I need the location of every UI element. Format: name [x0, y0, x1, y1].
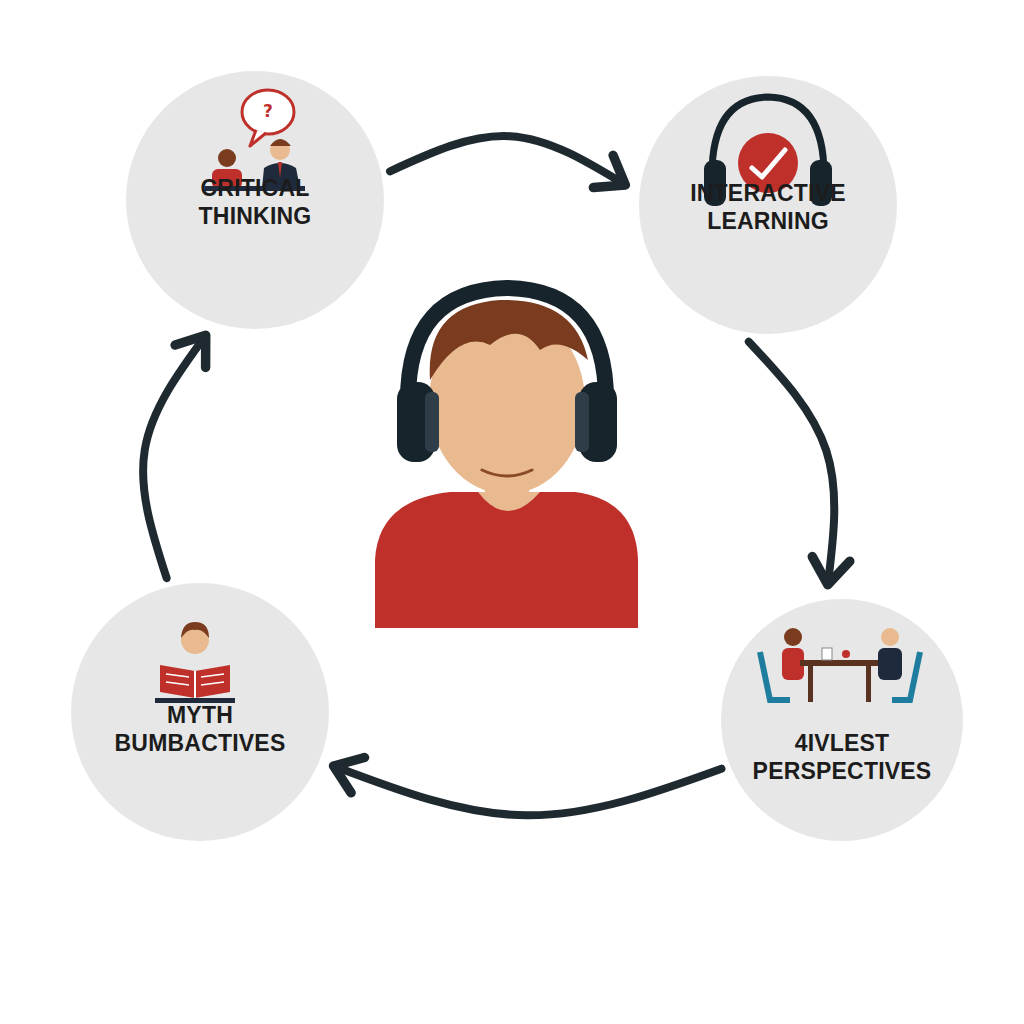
topic-title: CRITICAL THINKING: [155, 175, 355, 230]
text-holder: MYTH BUMBACTIVES: [70, 702, 330, 757]
topic-circle: 4IVLEST PERSPECTIVES: [720, 598, 964, 842]
cycle-arrow: [334, 766, 722, 815]
topic-title: 4IVLEST PERSPECTIVES: [737, 730, 947, 785]
topic-circle: CRITICAL THINKING: [125, 70, 385, 330]
text-holder: 4IVLEST PERSPECTIVES: [720, 730, 964, 785]
text-holder: CRITICAL THINKING: [125, 175, 385, 230]
circle-fill: [126, 71, 384, 329]
circle-fill: [639, 76, 897, 334]
circle-fill: [721, 599, 963, 841]
circle-fill: [71, 583, 329, 841]
cycle-arrow: [749, 342, 834, 585]
topic-title: INTERACTIVE LEARNING: [663, 180, 873, 235]
bubble-mark: ?: [263, 101, 273, 121]
cycle-arrow: [143, 335, 206, 578]
cycle-arrow: [390, 136, 625, 185]
person-illustration: [375, 288, 638, 628]
text-holder: INTERACTIVE LEARNING: [638, 180, 898, 235]
topic-circle: INTERACTIVE LEARNING: [638, 75, 898, 335]
topic-circle: MYTH BUMBACTIVES: [70, 582, 330, 842]
circle-outline: [720, 598, 964, 842]
topic-title: MYTH BUMBACTIVES: [95, 702, 305, 757]
